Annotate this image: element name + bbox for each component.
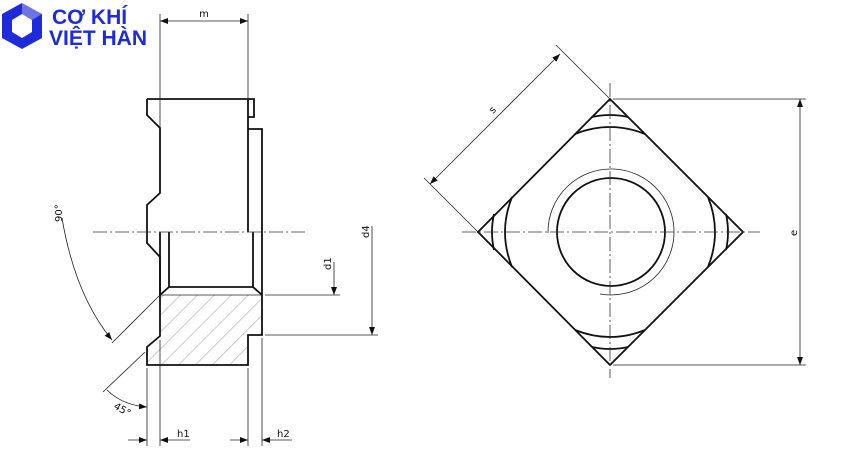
dim-s: s — [487, 105, 498, 116]
logo-line2: VIỆT HÀN — [49, 26, 147, 50]
dim-h1: h1 — [177, 429, 190, 440]
dim-h2: h2 — [277, 429, 290, 440]
logo-cube-icon — [2, 3, 42, 49]
hatched-section — [147, 295, 262, 365]
dim-d1: d1 — [323, 257, 334, 270]
logo: CƠ KHÍ VIỆT HÀN — [2, 3, 147, 50]
angle-90: 90° — [54, 204, 65, 222]
dim-d4: d4 — [361, 225, 372, 238]
thread-arc — [547, 168, 675, 296]
logo-line1: CƠ KHÍ — [52, 6, 128, 29]
dim-m: m — [199, 9, 209, 20]
side-view: m d1 d4 h1 h2 90° 45° — [54, 9, 378, 446]
dim-e: e — [789, 230, 800, 236]
top-view: s e — [423, 44, 806, 378]
